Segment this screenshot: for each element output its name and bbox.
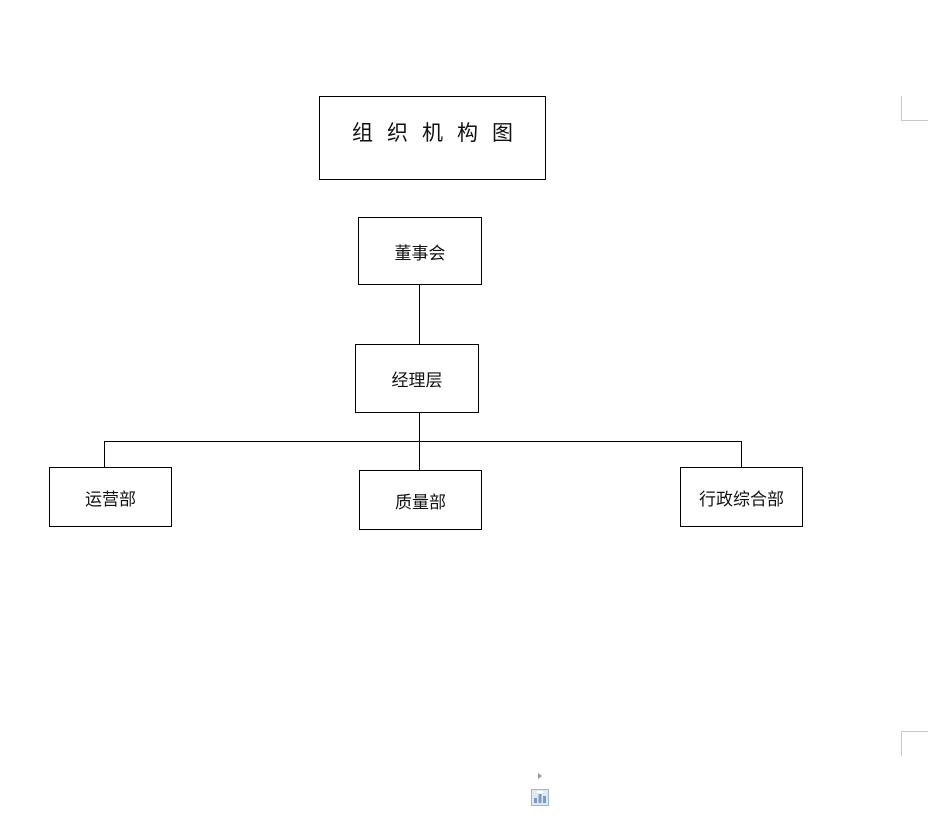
node-operations[interactable]: 运营部 bbox=[49, 467, 172, 527]
node-board[interactable]: 董事会 bbox=[358, 217, 482, 285]
connector-bus bbox=[104, 441, 742, 442]
connector-drop-operations bbox=[104, 441, 105, 467]
layout-options-icon-graphic bbox=[531, 789, 549, 806]
connector-drop-admin bbox=[741, 441, 742, 467]
connector-board-management bbox=[419, 285, 420, 344]
connector-drop-quality bbox=[419, 441, 420, 470]
layout-options-icon[interactable] bbox=[531, 789, 549, 806]
node-admin[interactable]: 行政综合部 bbox=[680, 467, 803, 527]
node-management-label: 经理层 bbox=[391, 371, 443, 391]
connector-management-bus bbox=[419, 413, 420, 442]
chart-title: 组织机构图 bbox=[319, 96, 546, 180]
node-board-label: 董事会 bbox=[394, 243, 446, 264]
node-management[interactable]: 经理层 bbox=[355, 344, 479, 413]
margin-corner-top-right bbox=[901, 96, 928, 121]
margin-corner-bottom-right bbox=[901, 731, 928, 756]
node-quality[interactable]: 质量部 bbox=[359, 470, 482, 530]
node-admin-label: 行政综合部 bbox=[699, 489, 784, 510]
node-quality-label: 质量部 bbox=[395, 492, 446, 513]
anchor-arrow-icon bbox=[538, 773, 542, 779]
node-operations-label: 运营部 bbox=[85, 489, 136, 510]
